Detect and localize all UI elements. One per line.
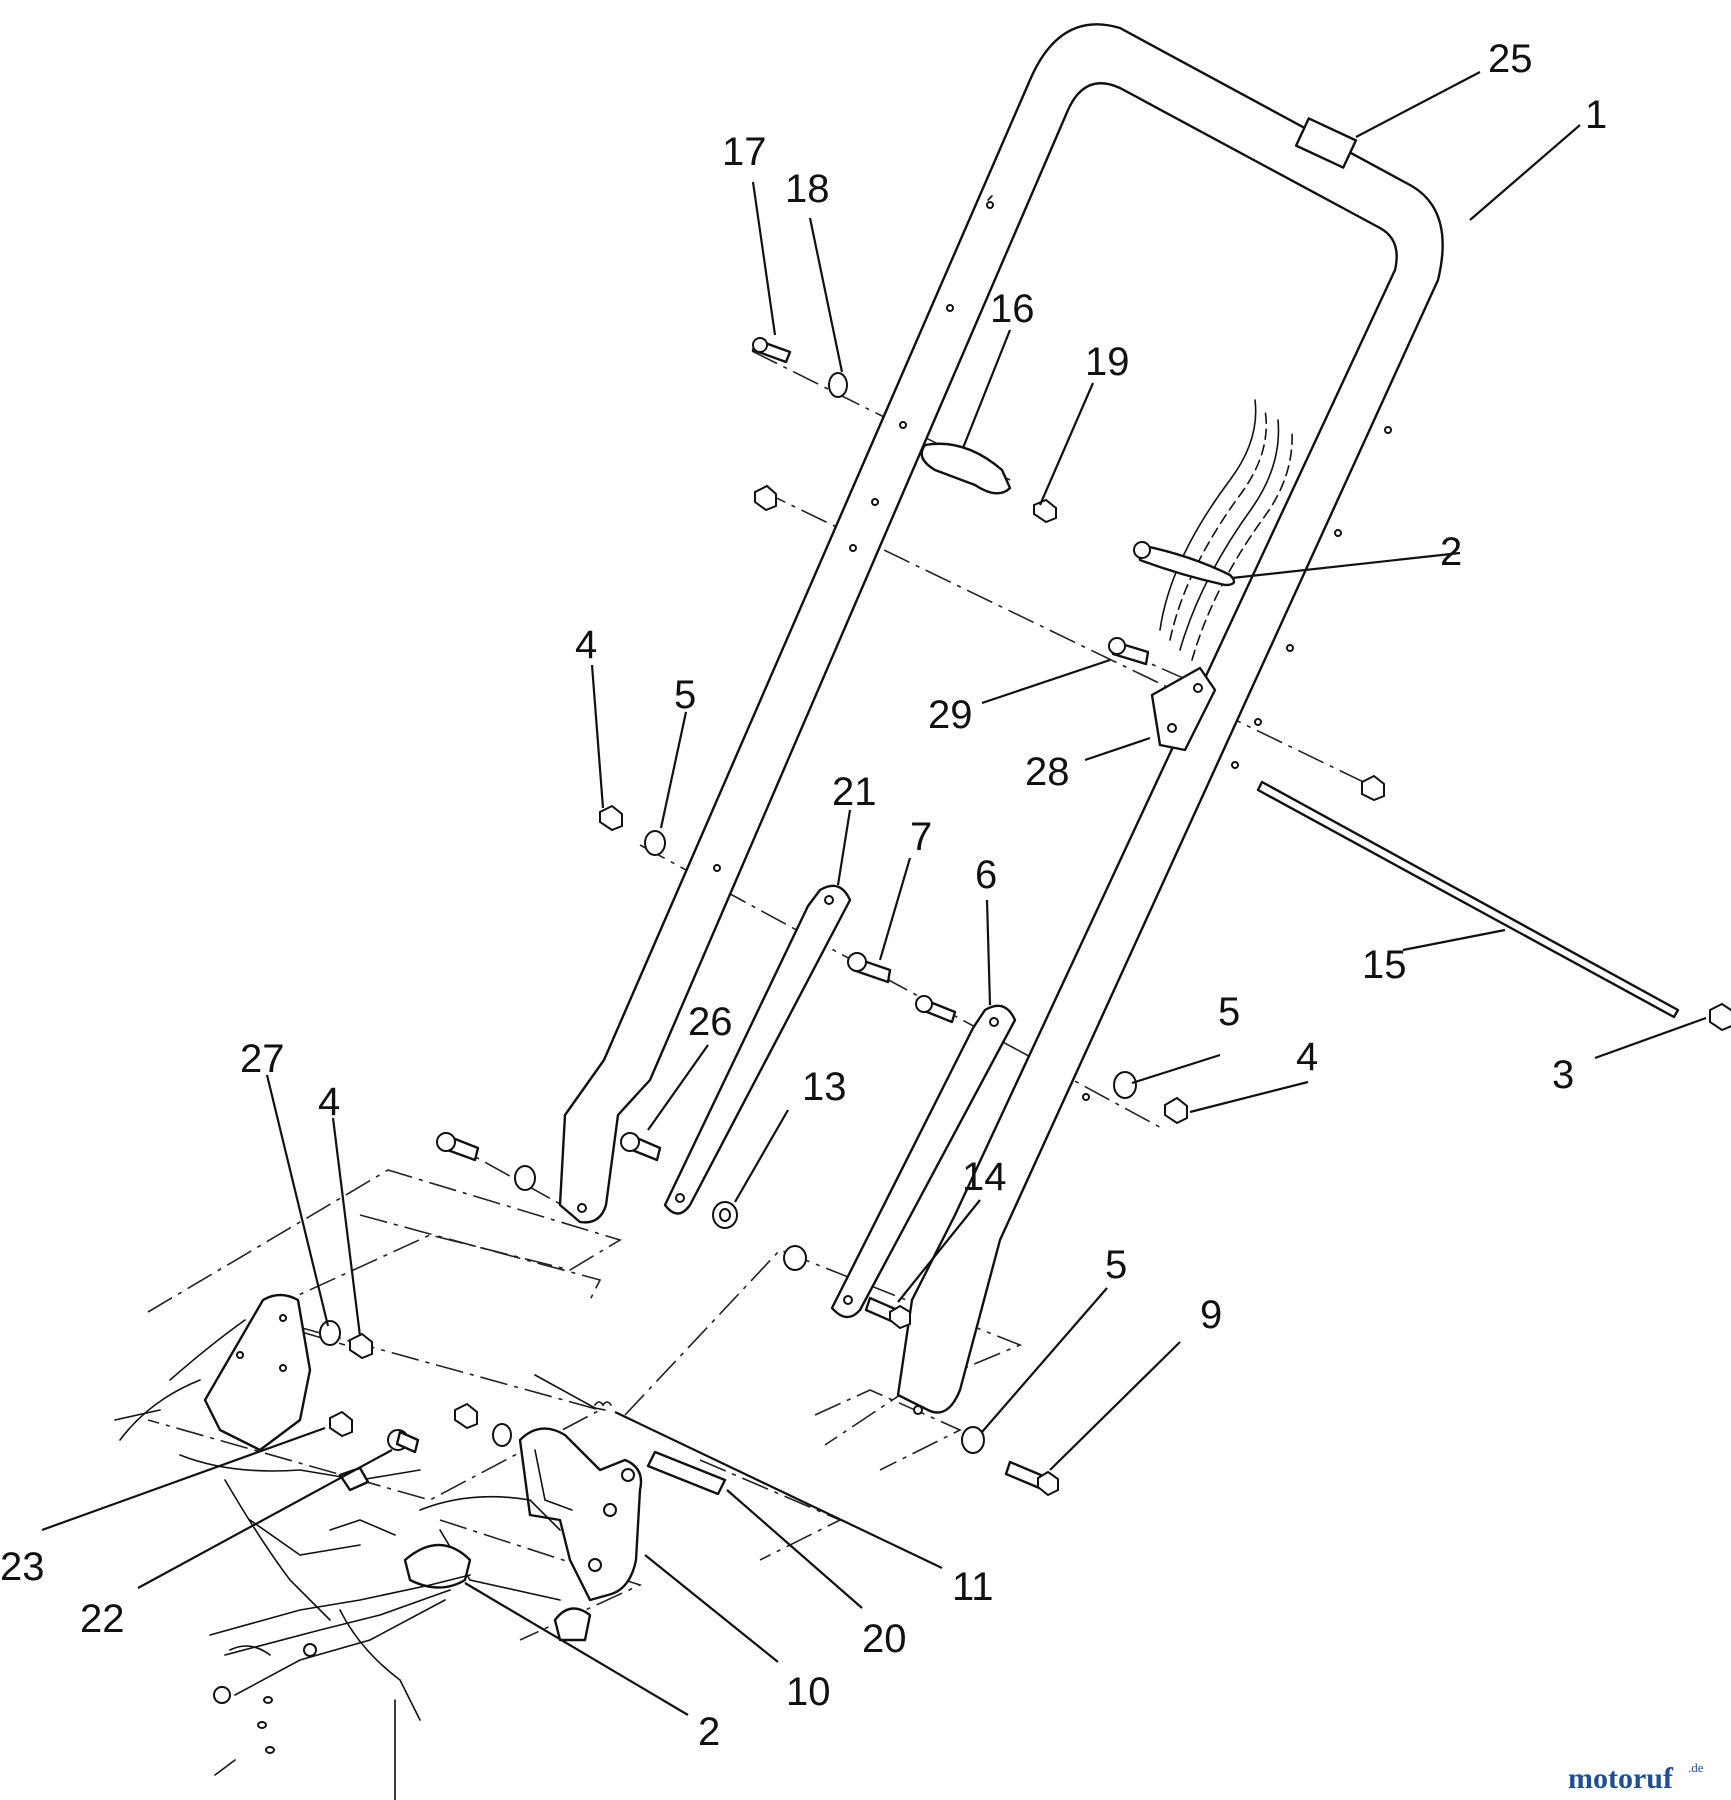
- callout-2-bottom: 2: [698, 1710, 720, 1754]
- nut-3: [1709, 1002, 1731, 1032]
- callout-5-left: 5: [674, 673, 696, 717]
- callout-2-top: 2: [1440, 530, 1462, 574]
- callout-20: 20: [862, 1617, 907, 1661]
- callout-7: 7: [910, 815, 932, 859]
- callout-15: 15: [1362, 943, 1407, 987]
- callout-5-right: 5: [1218, 990, 1240, 1034]
- callout-9: 9: [1200, 1293, 1222, 1337]
- nut-rod-top: [1361, 774, 1385, 802]
- callout-19: 19: [1085, 340, 1130, 384]
- callout-5-bottom: 5: [1105, 1243, 1127, 1287]
- callout-4-left: 4: [575, 623, 597, 667]
- callout-14: 14: [962, 1155, 1007, 1199]
- callout-4-lowerleft: 4: [318, 1080, 340, 1124]
- callout-25: 25: [1488, 37, 1533, 81]
- watermark: motoruf .de: [1568, 1760, 1704, 1795]
- callout-17: 17: [722, 130, 767, 174]
- lower-cable-clip: [209, 1543, 472, 1704]
- chassis-sketch: [114, 1293, 561, 1800]
- watermark-brand: motoruf: [1568, 1762, 1674, 1795]
- callout-23: 23: [0, 1545, 45, 1589]
- assembly-axes: [294, 350, 1381, 1346]
- handle-frame: [558, 23, 1444, 1415]
- callout-29: 29: [928, 693, 973, 737]
- callout-1: 1: [1585, 93, 1607, 137]
- callout-18: 18: [785, 167, 830, 211]
- callout-6: 6: [975, 853, 997, 897]
- callout-21: 21: [832, 770, 877, 814]
- cable-clamp-assembly: [751, 337, 1057, 524]
- link-arm-left: [663, 884, 852, 1215]
- fasteners: [319, 804, 1188, 1497]
- link-arm-right: [830, 1004, 1017, 1319]
- callout-22: 22: [80, 1597, 125, 1641]
- callout-26: 26: [688, 1000, 733, 1044]
- bracket-plate: [1108, 637, 1217, 752]
- callout-11: 11: [952, 1565, 994, 1609]
- spacer-bar: [646, 1450, 727, 1496]
- callout-labels: 25 1 17 18 16 19 2 29 28 4 5 21 7 6 15 2…: [0, 37, 1607, 1754]
- callout-16: 16: [990, 287, 1035, 331]
- callout-27: 27: [240, 1037, 285, 1081]
- callout-28: 28: [1025, 750, 1070, 794]
- callout-4-right: 4: [1296, 1035, 1318, 1079]
- leader-lines: [41, 71, 1707, 1716]
- callout-10: 10: [786, 1670, 831, 1714]
- lower-bracket: [518, 1427, 643, 1642]
- grip-label: [1294, 117, 1358, 169]
- callout-13: 13: [802, 1065, 847, 1109]
- control-rod: [1256, 774, 1731, 1032]
- callout-3: 3: [1552, 1053, 1574, 1097]
- watermark-suffix: .de: [1688, 1760, 1704, 1775]
- cable-bundle: [1133, 399, 1293, 661]
